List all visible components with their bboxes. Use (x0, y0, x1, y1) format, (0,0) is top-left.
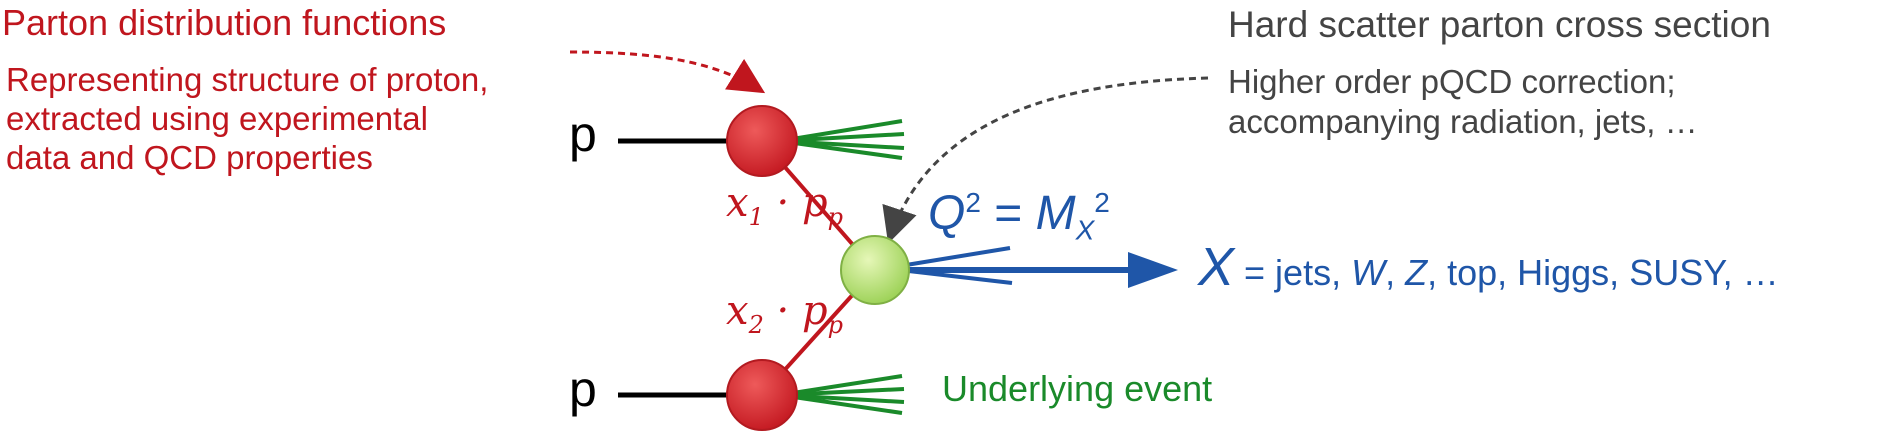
hard-scatter-description: Higher order pQCD correction; accompanyi… (1228, 62, 1698, 142)
hard-scatter-title: Hard scatter parton cross section (1228, 4, 1771, 45)
underlying-event-label: Underlying event (942, 368, 1213, 409)
final-state-list: X = jets, W, Z, top, Higgs, SUSY, … (1198, 237, 1779, 297)
parton-vertex-bottom (726, 359, 798, 431)
pdf-description-line: Representing structure of proton, (6, 61, 489, 98)
proton-label-bottom: p (569, 361, 597, 417)
pdf-title: Parton distribution functions (2, 2, 447, 43)
proton-remnant-jets-bottom (779, 374, 905, 415)
hard-scatter-description-line: accompanying radiation, jets, … (1228, 103, 1698, 140)
momentum-fraction-x1: x1 · pp (726, 180, 843, 231)
hard-scatter-description-line: Higher order pQCD correction; (1228, 63, 1676, 100)
radiation-lines (899, 246, 1013, 285)
pdf-description: Representing structure of proton, extrac… (6, 60, 488, 177)
parton-vertex-top (726, 105, 798, 177)
proton-remnant-jets-top (779, 119, 905, 160)
final-state-arrow-head (1128, 252, 1178, 288)
pdf-description-line: extracted using experimental (6, 100, 428, 137)
pdf-arrow (569, 50, 766, 94)
hard-scatter-vertex (840, 235, 910, 305)
proton-label-top: p (569, 106, 597, 162)
scale-equation: Q2 = MX2 (928, 187, 1110, 246)
pdf-description-line: data and QCD properties (6, 139, 373, 176)
momentum-fraction-x2: x2 · pp (726, 288, 843, 339)
